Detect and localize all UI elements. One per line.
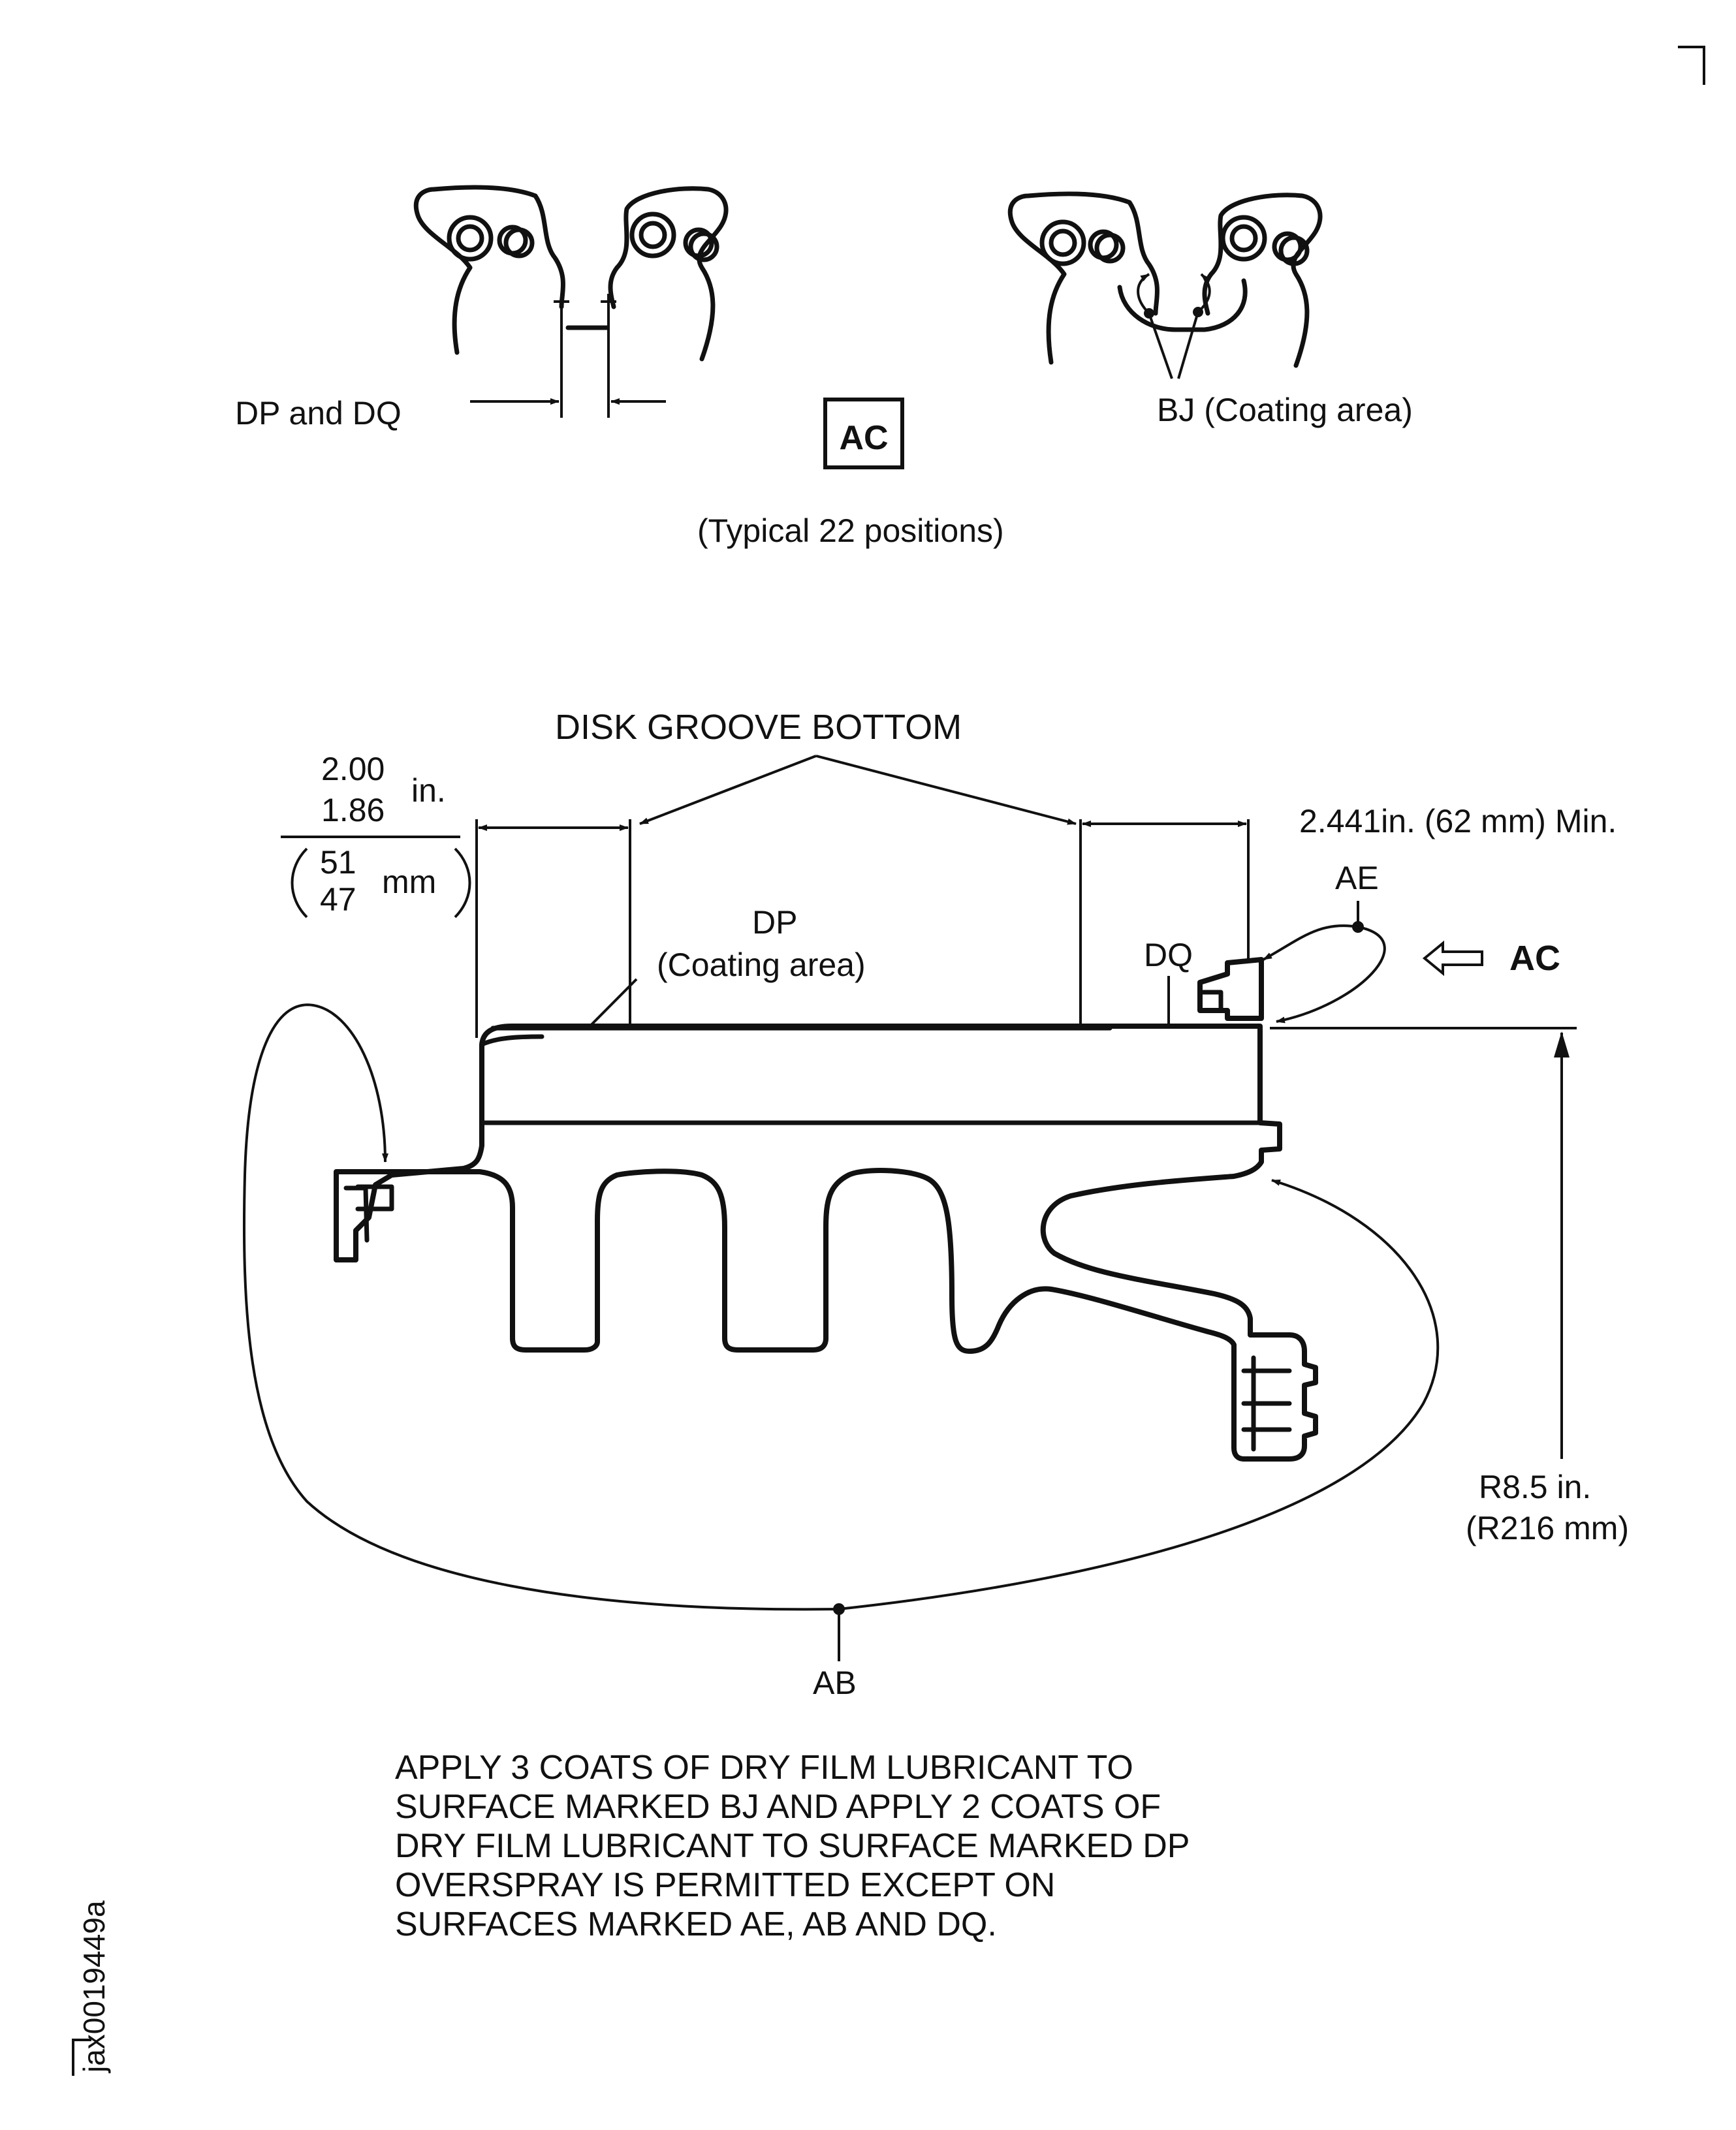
groove-leader-right [815,755,1077,825]
corner-mark-bottom-left [72,2039,91,2076]
note-line-3: DRY FILM LUBRICANT TO SURFACE MARKED DP [395,1827,1190,1865]
dp-dq-label: DP and DQ [235,395,402,431]
dim-left-mm-upper: 51 [320,844,356,881]
view-ac-tag-box: AC [823,398,904,469]
dp-label: DP [752,904,797,941]
dim-left-upper: 2.00 [321,751,385,787]
figure-id: jax0019449a [77,1900,111,2074]
groove-leader-left [639,755,817,825]
dim-left-lower: 1.86 [321,792,385,828]
typical-positions-label: (Typical 22 positions) [697,512,1004,549]
ae-arrow-lower [1276,926,1386,1024]
note-line-1: APPLY 3 COATS OF DRY FILM LUBRICANT TO [395,1749,1133,1787]
view-ac-right-slots [1007,191,1323,379]
dim-left-paren-close [454,847,471,918]
ae-label: AE [1335,860,1379,896]
note-line-4: OVERSPRAY IS PERMITTED EXCEPT ON [395,1866,1055,1904]
dim-left-mm-unit: mm [382,864,436,900]
disk-cross-section [334,957,1318,1462]
note-line-5: SURFACES MARKED AE, AB AND DQ. [395,1905,997,1943]
ae-arrow-upper [1263,924,1359,961]
ab-loop-right [838,1179,1440,1610]
ab-loop-left [242,1003,840,1611]
dim-left-unit: in. [411,772,446,809]
bj-label: BJ (Coating area) [1157,392,1413,428]
dim-left-mm-lower: 47 [320,881,356,918]
instruction-note: APPLY 3 COATS OF DRY FILM LUBRICANT TO S… [395,1749,1190,1943]
view-ac-tag: AC [839,419,888,457]
dim-left-paren-open [291,847,308,918]
corner-mark-top-right [1678,46,1705,85]
dq-label: DQ [1144,937,1193,973]
view-ac-left-slots [413,185,729,418]
dim-right-label: 2.441in. (62 mm) Min. [1299,803,1617,839]
ac-view-arrow [1422,940,1483,977]
radius-in-label: R8.5 in. [1479,1469,1591,1505]
disk-groove-label: DISK GROOVE BOTTOM [555,708,962,747]
ac-arrow-label: AC [1509,939,1560,978]
dp-sub-label: (Coating area) [657,947,866,983]
ab-label: AB [813,1665,857,1701]
note-line-2: SURFACE MARKED BJ AND APPLY 2 COATS OF [395,1788,1161,1826]
radius-mm-label: (R216 mm) [1466,1510,1629,1546]
